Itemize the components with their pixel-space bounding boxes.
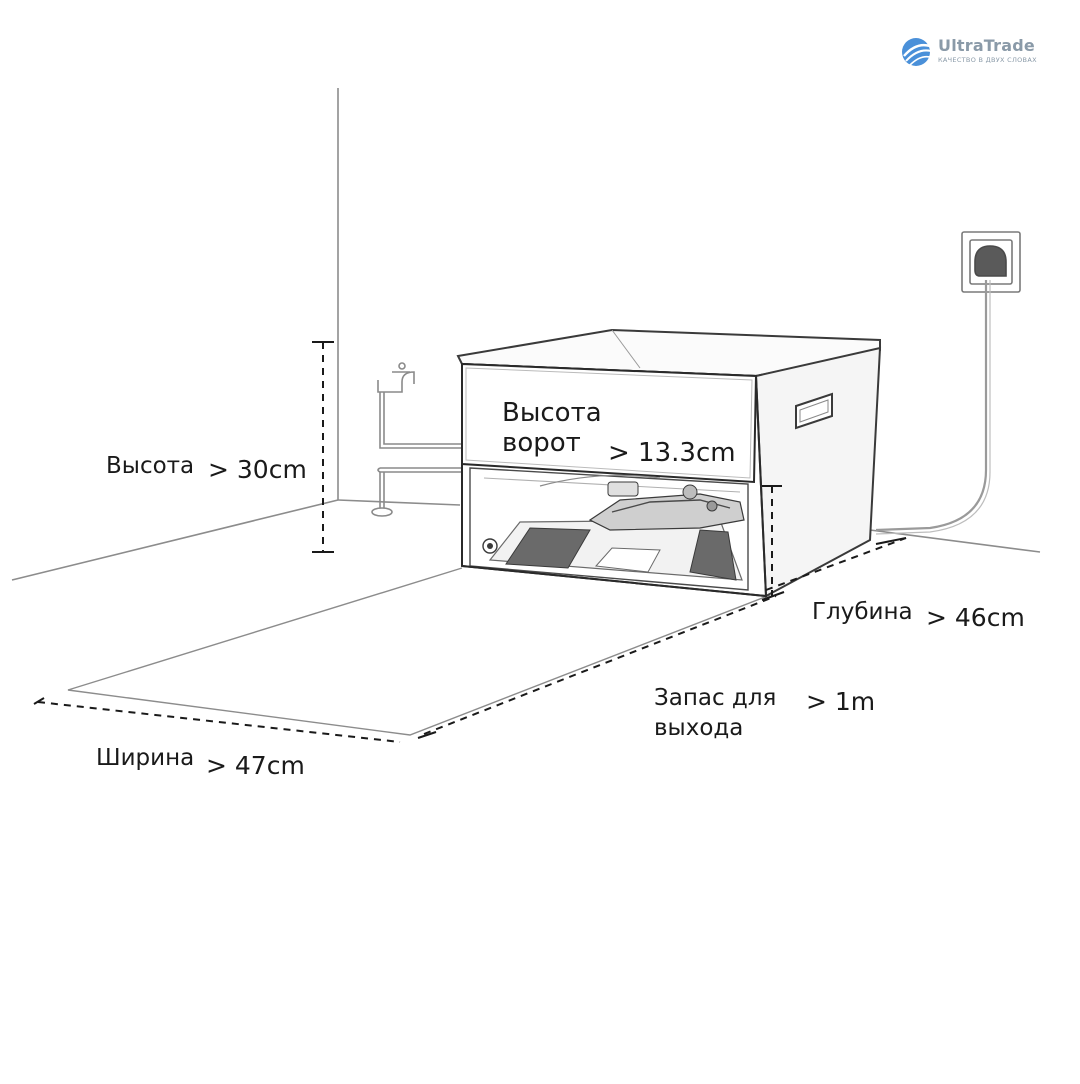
exit-clearance-label-line2: выхода <box>654 715 744 741</box>
floor-area <box>67 567 771 736</box>
height-value: > 30cm <box>208 455 307 484</box>
docking-station <box>456 328 882 598</box>
height-dimension-line <box>312 341 334 553</box>
ultratrade-logo-icon <box>902 38 932 66</box>
brand-logo: UltraTrade КАЧЕСТВО В ДВУХ СЛОВАХ <box>900 36 1060 72</box>
depth-dimension-line <box>761 537 907 601</box>
depth-label: Глубина <box>812 599 913 625</box>
gate-height-value: > 13.3cm <box>608 438 736 468</box>
logo-tagline: КАЧЕСТВО В ДВУХ СЛОВАХ <box>938 56 1037 64</box>
exit-clearance-value: > 1m <box>806 687 876 716</box>
exit-clearance-label-line1: Запас для <box>654 685 777 711</box>
width-label: Ширина <box>96 745 195 771</box>
width-dimension-line <box>33 697 401 743</box>
height-label: Высота <box>106 453 195 479</box>
water-tap-icon <box>371 362 462 517</box>
power-socket-icon <box>875 231 1021 535</box>
exit-clearance-dimension-line <box>417 595 777 739</box>
gate-height-label-line1: Высота <box>502 398 602 428</box>
width-value: > 47cm <box>206 751 305 780</box>
logo-name: UltraTrade <box>938 36 1035 55</box>
gate-height-dimension-line <box>762 485 782 596</box>
depth-value: > 46cm <box>926 603 1025 632</box>
gate-height-label-line2: ворот <box>502 428 581 458</box>
